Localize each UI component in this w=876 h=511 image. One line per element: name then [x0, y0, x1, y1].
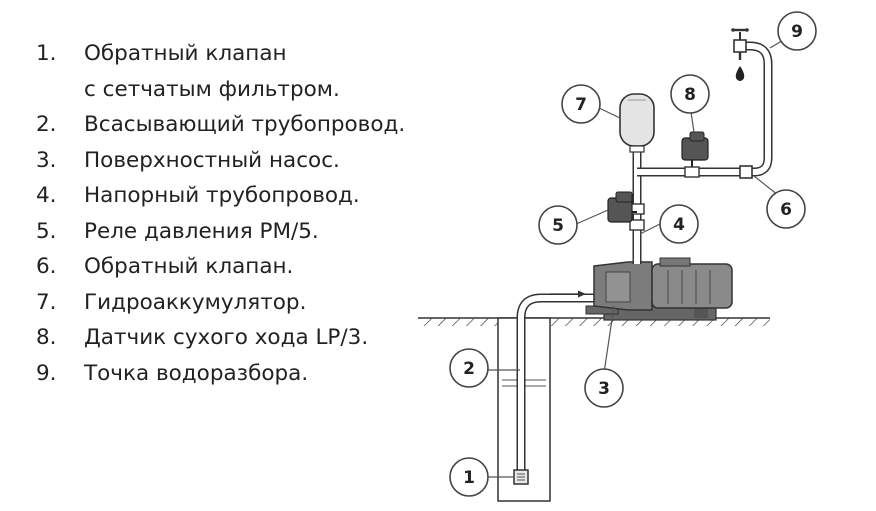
suction-pipe [516, 290, 594, 470]
legend-list: 1.Обратный клапан с сетчатым фильтром. 2… [36, 36, 436, 391]
svg-text:7: 7 [575, 95, 587, 115]
faucet-icon [731, 28, 749, 81]
callout-9: 9 [777, 11, 817, 51]
legend-item-8: 8.Датчик сухого хода LP/3. [36, 325, 369, 350]
surface-pump [585, 257, 733, 321]
legend-item-2: 2.Всасывающий трубопровод. [36, 112, 406, 137]
dry-run-sensor [681, 131, 709, 178]
callout-4: 4 [659, 204, 699, 244]
check-valve [739, 165, 753, 179]
legend-item-3: 3.Поверхностный насос. [36, 147, 340, 173]
callout-3: 3 [584, 368, 624, 408]
legend-item-6: 6.Обратный клапан. [36, 254, 294, 279]
svg-text:3: 3 [598, 379, 610, 399]
svg-text:9: 9 [791, 22, 803, 42]
discharge-pipe [629, 41, 773, 264]
pressure-tank [619, 93, 655, 153]
callout-1: 1 [449, 457, 489, 497]
svg-text:1: 1 [463, 468, 475, 488]
svg-text:2: 2 [463, 359, 475, 379]
svg-text:8: 8 [684, 85, 696, 105]
legend-item-4: 4.Напорный трубопровод. [36, 183, 360, 208]
pressure-switch [607, 191, 637, 223]
svg-text:4: 4 [673, 215, 685, 235]
callout-2: 2 [449, 348, 489, 388]
legend-item-1: 1.Обратный клапан с сетчатым фильтром. [36, 41, 340, 102]
callout-8: 8 [670, 74, 710, 114]
foot-valve-strainer [513, 469, 529, 485]
legend-item-7: 7.Гидроаккумулятор. [36, 289, 307, 315]
callout-7: 7 [561, 84, 601, 124]
legend-item-5: 5.Реле давления РМ/5. [36, 218, 319, 244]
leader-lines [486, 35, 791, 478]
svg-text:6: 6 [780, 200, 792, 220]
legend-item-9: 9.Точка водоразбора. [36, 360, 309, 386]
svg-text:5: 5 [552, 216, 564, 236]
ground [418, 317, 770, 326]
callout-5: 5 [538, 205, 578, 245]
callout-6: 6 [766, 189, 806, 229]
